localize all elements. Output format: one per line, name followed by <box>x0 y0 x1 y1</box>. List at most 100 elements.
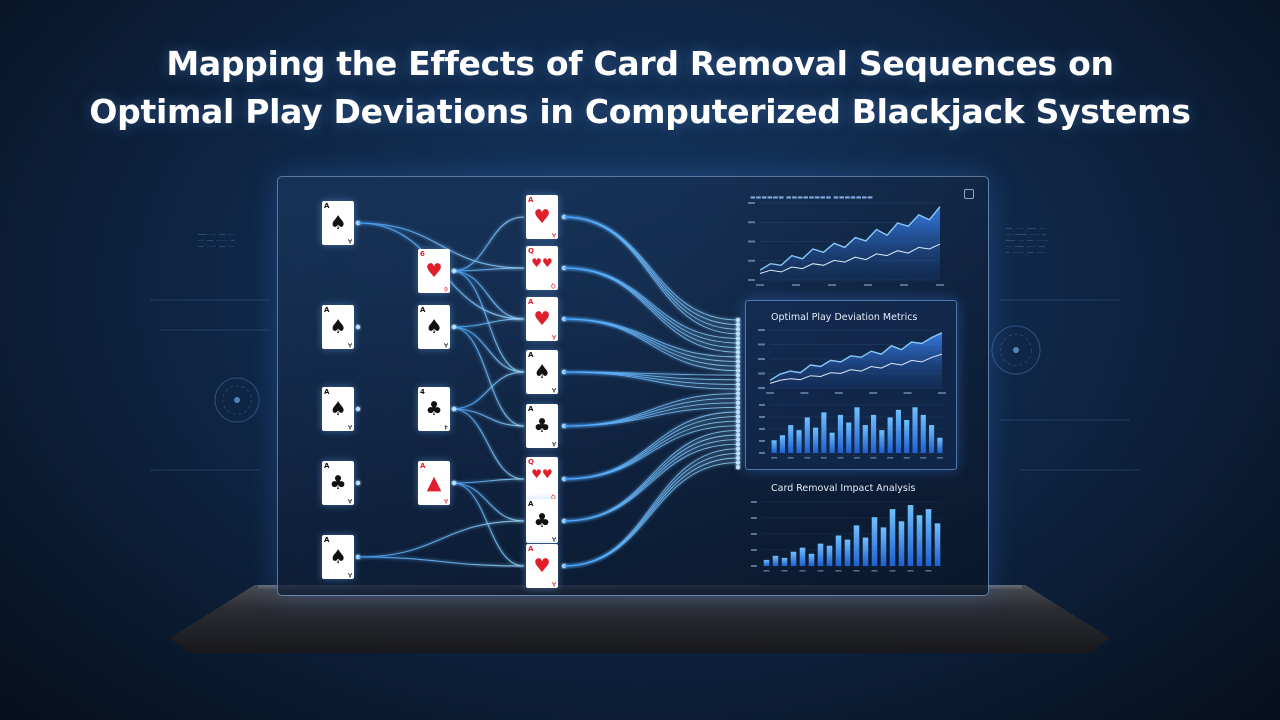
bar <box>862 537 869 566</box>
card-rank: A <box>420 462 426 470</box>
flow-node <box>735 350 741 355</box>
card-rank: A <box>324 202 330 210</box>
line-chart-2 <box>758 329 946 394</box>
x-tick-label <box>925 570 932 572</box>
series-line <box>759 206 941 271</box>
playing-card: A♣A <box>526 404 558 448</box>
flow-node <box>735 345 741 350</box>
y-tick-label <box>751 533 757 535</box>
x-tick-label <box>853 570 860 572</box>
bar <box>821 412 827 453</box>
card-rank: A <box>528 500 534 508</box>
playing-card: A♠A <box>322 201 354 245</box>
y-tick-label <box>748 202 755 204</box>
x-tick-label <box>787 457 794 459</box>
flow-node <box>735 331 741 336</box>
y-tick-label <box>748 259 755 262</box>
flow-node <box>451 480 457 486</box>
flow-line <box>563 318 739 372</box>
flow-line <box>357 222 525 269</box>
flow-node <box>735 359 741 364</box>
series-line <box>769 332 943 381</box>
bar <box>853 525 860 566</box>
background-data-lines: ━━ ─── ━━━ ── ── ━━━━ ─── ━ ━━━ ── ━━ ──… <box>1006 226 1049 256</box>
bar <box>879 430 885 453</box>
bar <box>790 551 797 566</box>
x-tick-label <box>871 570 878 572</box>
x-tick-label <box>900 284 908 286</box>
flow-node <box>735 419 741 424</box>
flow-node <box>735 391 741 396</box>
flow-node <box>735 340 741 346</box>
series-line <box>759 243 941 274</box>
playing-card: A♣A <box>526 499 558 543</box>
card-rank: A <box>528 405 534 413</box>
playing-card: 4♣4 <box>418 387 450 431</box>
card-rank: A <box>420 306 426 314</box>
title-line-2: Optimal Play Deviations in Computerized … <box>89 92 1191 131</box>
flow-node <box>735 368 741 373</box>
card-rank: A <box>528 351 534 359</box>
flow-node <box>355 406 361 412</box>
flow-node <box>735 317 741 323</box>
playing-card: A▲A <box>418 461 450 505</box>
bar <box>925 509 932 566</box>
x-tick-label <box>870 457 877 459</box>
x-tick-label <box>907 570 914 572</box>
card-suit-icon: ♣ <box>329 472 347 494</box>
x-tick-label <box>854 457 860 459</box>
flow-node <box>735 363 741 369</box>
bar <box>835 535 842 566</box>
flow-node <box>735 455 741 461</box>
flow-line <box>451 216 525 272</box>
playing-card: 6♥6 <box>418 249 450 293</box>
bar <box>929 425 935 453</box>
playing-card: Q♥♥Q <box>526 457 558 501</box>
bar <box>813 427 819 453</box>
card-rank: 4 <box>420 388 425 396</box>
flow-line <box>563 371 739 390</box>
flow-node <box>735 460 741 465</box>
x-tick-label <box>903 457 910 459</box>
flow-line <box>563 443 739 522</box>
flow-line <box>563 267 739 353</box>
bar <box>844 539 851 566</box>
background-data-lines: ━━━ ── ━━ ── ── ━━ ──── ━ ━━ ─── ━━ ── <box>198 232 235 250</box>
flow-line <box>563 425 739 480</box>
y-tick-label <box>758 343 765 346</box>
x-tick-label <box>889 570 896 572</box>
flow-node <box>451 406 457 412</box>
x-tick-label <box>781 570 788 572</box>
flow-node <box>735 377 741 382</box>
y-tick-label <box>759 416 765 418</box>
card-suit-icon: ♠ <box>533 361 551 383</box>
bar <box>871 517 878 566</box>
card-suit-icon: ♥♥ <box>531 467 553 481</box>
x-tick-label <box>936 284 944 286</box>
y-tick-label <box>748 221 755 224</box>
flow-node <box>735 428 741 433</box>
flow-line <box>563 406 739 427</box>
bar <box>912 407 918 453</box>
flow-line <box>357 556 525 567</box>
hud-ring-icon <box>991 325 1041 375</box>
line-chart-1 <box>748 202 944 286</box>
card-suit-icon: ♠ <box>329 546 347 568</box>
card-rank: A <box>528 545 534 553</box>
bar <box>817 543 824 566</box>
bar <box>934 523 941 566</box>
playing-card: A♥A <box>526 544 558 588</box>
bar <box>889 509 896 566</box>
y-tick-label <box>751 501 757 503</box>
flow-node <box>735 373 741 378</box>
card-suit-icon: ♠ <box>329 316 347 338</box>
card-rank: A <box>528 196 534 204</box>
flow-node <box>355 324 361 330</box>
flow-node <box>735 423 741 428</box>
bar <box>871 414 877 453</box>
playing-card: A♣A <box>322 461 354 505</box>
card-suit-icon: ♣ <box>425 398 443 420</box>
flow-node <box>735 451 741 456</box>
card-suit-icon: ♥ <box>425 260 443 282</box>
